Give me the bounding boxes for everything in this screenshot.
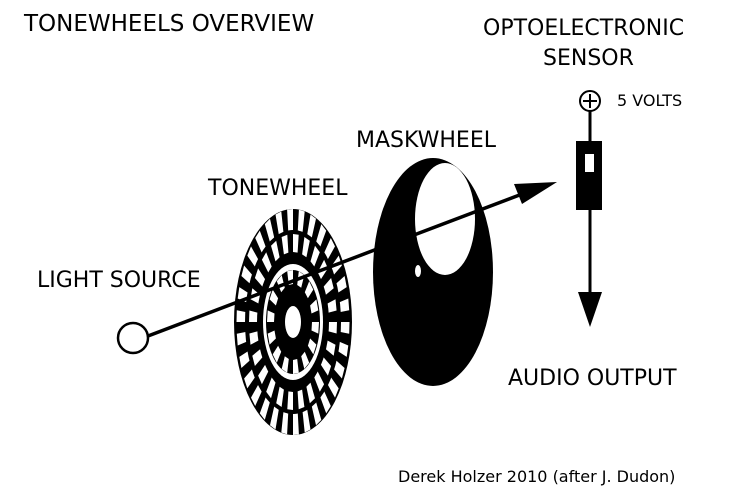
tonewheel-label: TONEWHEEL bbox=[208, 176, 348, 201]
tonewheel-disk bbox=[234, 209, 352, 435]
maskwheel-disk bbox=[373, 158, 493, 386]
optoelectronic-sensor bbox=[576, 90, 602, 327]
sensor-label-line2: SENSOR bbox=[543, 46, 634, 71]
maskwheel-label: MASKWHEEL bbox=[356, 128, 496, 153]
sensor-window bbox=[585, 154, 594, 172]
credit-line: Derek Holzer 2010 (after J. Dudon) bbox=[398, 467, 676, 486]
light-source-label: LIGHT SOURCE bbox=[37, 268, 201, 293]
diagram-title: TONEWHEELS OVERVIEW bbox=[24, 11, 315, 37]
voltage-label: 5 VOLTS bbox=[617, 91, 683, 110]
audio-output-label: AUDIO OUTPUT bbox=[508, 366, 677, 391]
light-beam-arrow bbox=[147, 182, 557, 338]
light-source-circle bbox=[116, 321, 150, 355]
output-arrow-head bbox=[578, 292, 602, 327]
sensor-body bbox=[576, 141, 602, 210]
sensor-label-line1: OPTOELECTRONIC bbox=[483, 16, 685, 41]
tonewheel-center-hole bbox=[285, 306, 301, 338]
